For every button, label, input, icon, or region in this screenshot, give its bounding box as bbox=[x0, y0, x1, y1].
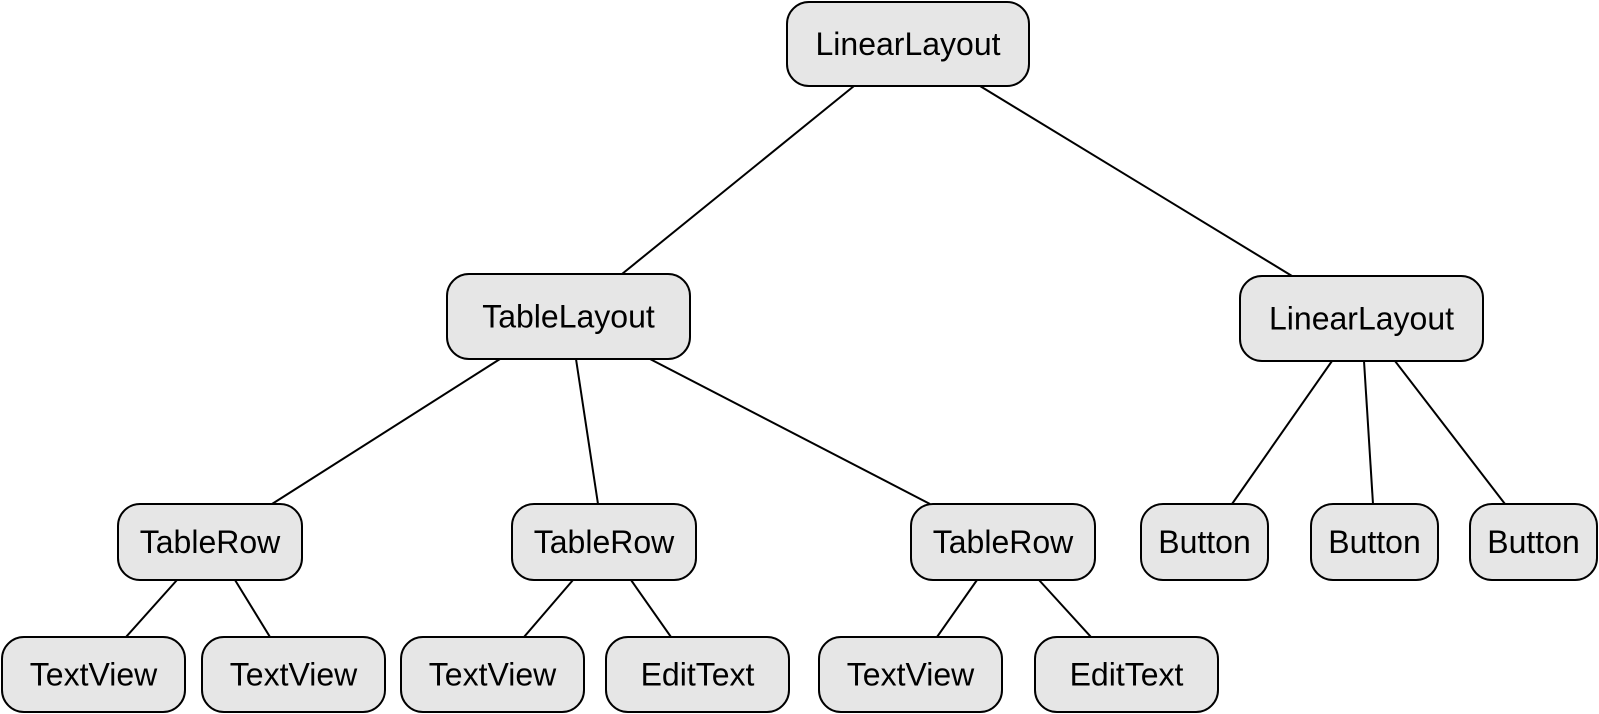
edge-linearlayout-child-to-button-2 bbox=[1363, 360, 1374, 505]
tree-node-root: LinearLayout bbox=[786, 1, 1030, 87]
node-label: TextView bbox=[30, 657, 158, 693]
node-label: LinearLayout bbox=[1269, 301, 1454, 337]
node-box bbox=[446, 273, 691, 360]
node-box bbox=[1, 636, 186, 713]
edge-tablelayout-to-tablerow-2 bbox=[575, 358, 599, 505]
tree-node-textview-1: TextView bbox=[1, 636, 186, 713]
node-label: Button bbox=[1487, 524, 1580, 560]
node-box bbox=[818, 636, 1003, 713]
node-box bbox=[1140, 503, 1269, 581]
edge-tablerow-1-to-textview-1 bbox=[125, 579, 178, 638]
tree-node-tablerow-2: TableRow bbox=[511, 503, 697, 581]
node-box bbox=[1469, 503, 1598, 581]
node-box bbox=[400, 636, 585, 713]
node-label: TableRow bbox=[534, 524, 675, 560]
tree-node-textview-2: TextView bbox=[201, 636, 386, 713]
node-label: TextView bbox=[429, 657, 557, 693]
edge-linearlayout-child-to-button-1 bbox=[1231, 360, 1333, 505]
node-label: TableRow bbox=[140, 524, 281, 560]
tree-node-edittext-1: EditText bbox=[605, 636, 790, 713]
node-box bbox=[786, 1, 1030, 87]
node-box bbox=[605, 636, 790, 713]
node-label: EditText bbox=[641, 657, 755, 693]
node-box bbox=[1034, 636, 1219, 713]
node-label: TextView bbox=[847, 657, 975, 693]
tree-node-tablerow-3: TableRow bbox=[910, 503, 1096, 581]
edge-tablerow-3-to-textview-4 bbox=[936, 579, 978, 638]
edge-tablelayout-to-tablerow-3 bbox=[649, 358, 931, 505]
node-label: Button bbox=[1328, 524, 1421, 560]
node-label: LinearLayout bbox=[815, 26, 1000, 62]
tree-node-textview-4: TextView bbox=[818, 636, 1003, 713]
edge-tablelayout-to-tablerow-1 bbox=[271, 358, 501, 505]
edge-linearlayout-child-to-button-3 bbox=[1394, 360, 1506, 505]
node-box bbox=[511, 503, 697, 581]
edge-tablerow-2-to-edittext-1 bbox=[630, 579, 672, 638]
tree-node-tablerow-1: TableRow bbox=[117, 503, 303, 581]
node-label: EditText bbox=[1070, 657, 1184, 693]
tree-node-button-2: Button bbox=[1310, 503, 1439, 581]
edge-tablerow-2-to-textview-3 bbox=[523, 579, 574, 638]
node-box bbox=[1310, 503, 1439, 581]
node-box bbox=[1239, 275, 1484, 362]
node-label: TextView bbox=[230, 657, 358, 693]
node-box bbox=[117, 503, 303, 581]
tree-node-linearlayout-child: LinearLayout bbox=[1239, 275, 1484, 362]
tree-node-edittext-2: EditText bbox=[1034, 636, 1219, 713]
edge-root-to-tablelayout bbox=[621, 85, 855, 275]
node-label: TableRow bbox=[933, 524, 1074, 560]
node-label: TableLayout bbox=[482, 299, 655, 335]
node-box bbox=[201, 636, 386, 713]
edge-root-to-linearlayout-child bbox=[979, 85, 1293, 277]
tree-edges bbox=[125, 85, 1506, 638]
node-label: Button bbox=[1158, 524, 1251, 560]
node-box bbox=[910, 503, 1096, 581]
tree-node-textview-3: TextView bbox=[400, 636, 585, 713]
tree-node-button-3: Button bbox=[1469, 503, 1598, 581]
edge-tablerow-1-to-textview-2 bbox=[234, 579, 271, 638]
tree-node-tablelayout: TableLayout bbox=[446, 273, 691, 360]
tree-node-button-1: Button bbox=[1140, 503, 1269, 581]
edge-tablerow-3-to-edittext-2 bbox=[1038, 579, 1092, 638]
